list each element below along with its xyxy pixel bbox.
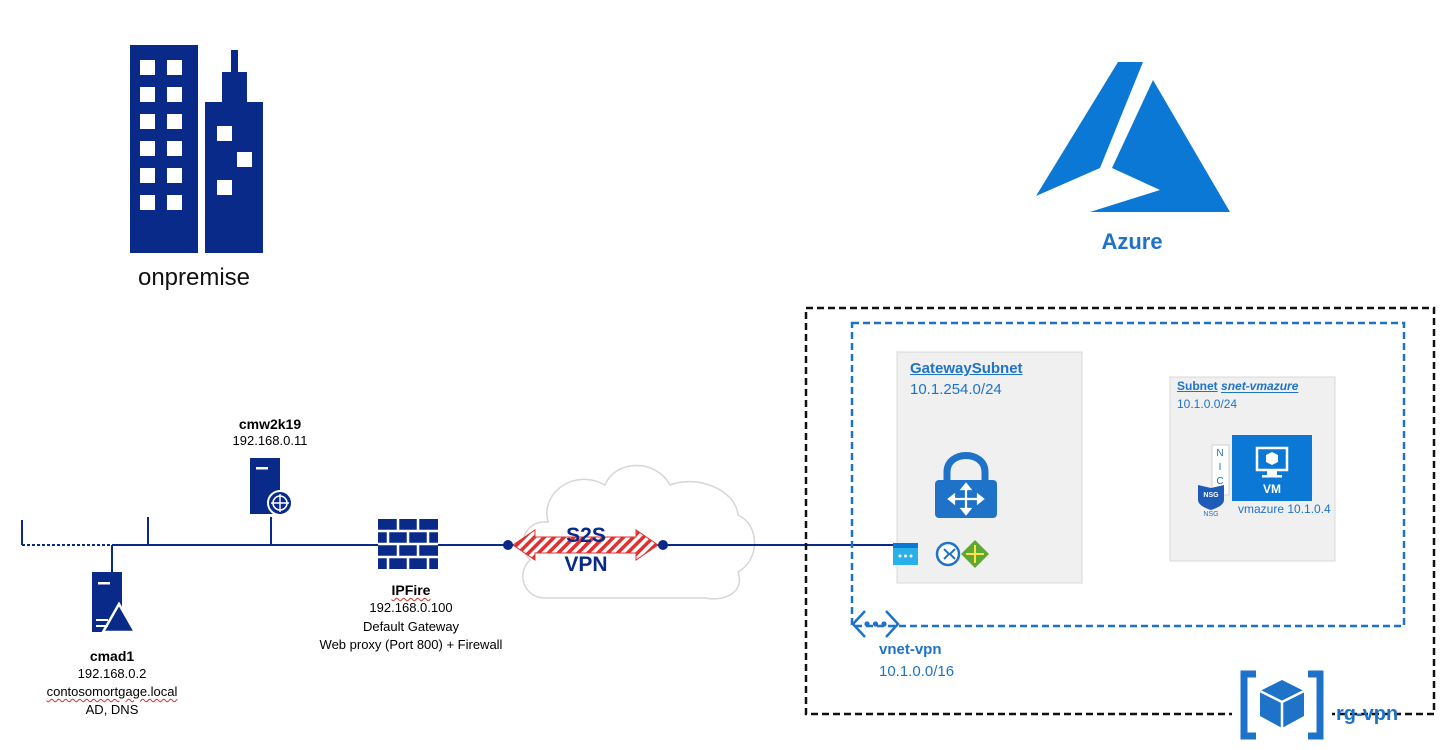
gateway-subnet-cidr: 10.1.254.0/24 [910,381,1002,398]
nic-letter-n: N [1216,448,1224,459]
vnet-cidr: 10.1.0.0/16 [879,663,955,680]
vpn-label-line2: VPN [564,553,608,576]
ipfire-ip: 192.168.0.100 [369,600,453,615]
vm-subnet-cidr: 10.1.0.0/24 [1177,397,1238,411]
web-server-icon [250,458,293,516]
connection-icon [935,541,961,567]
vm-subnet-title: Subnet snet-vmazure [1177,379,1299,394]
nic-letter-c: C [1216,476,1224,487]
gateway-subnet-box [896,351,1083,584]
vnet-boundary [850,321,1406,628]
vm-subnet-name: snet-vmazure [1221,379,1299,393]
ad-server-icon [92,572,138,634]
vnet-icon [851,610,900,638]
ipfire-name: IPFire [391,582,431,598]
vpn-label-line1: S2S [566,524,606,547]
onpremise-label: onpremise [137,264,251,291]
cmad1-name: cmad1 [89,648,135,664]
nsg-icon [1198,485,1224,510]
route-icon [961,540,989,568]
vm-badge-text: VM [1263,482,1281,496]
gateway-subnet-name: GatewaySubnet [910,360,1023,377]
cmw2k19-ip: 192.168.0.11 [232,433,308,448]
resource-group-name: rg-vpn [1336,703,1399,725]
firewall-icon [378,519,438,569]
building-icon [130,45,263,253]
cmad1-roles: AD, DNS [85,702,139,717]
vpn-tunnel [503,529,895,561]
cmad1-ip: 192.168.0.2 [77,666,147,681]
vpn-gateway-icon [935,452,997,518]
cmw2k19-name: cmw2k19 [238,416,302,432]
ipfire-service: Web proxy (Port 800) + Firewall [319,637,503,652]
resource-group-icon [1232,666,1332,742]
vm-caption: vmazure 10.1.0.4 [1238,502,1331,516]
vnet-name: vnet-vpn [879,641,942,658]
ipfire-role: Default Gateway [362,619,460,634]
nsg-label: NSG [1203,511,1219,518]
vm-icon [1232,435,1312,501]
resource-group-boundary [804,306,1436,716]
nsg-badge-text: NSG [1203,492,1219,499]
azure-logo-icon [1036,62,1230,212]
azure-label: Azure [1101,229,1163,254]
vm-subnet-prefix: Subnet [1177,379,1218,393]
local-network-gateway-icon [893,543,918,565]
cmad1-domain: contosomortgage.local [46,684,178,699]
lan-line [21,517,508,572]
nic-letter-i: I [1218,462,1222,473]
